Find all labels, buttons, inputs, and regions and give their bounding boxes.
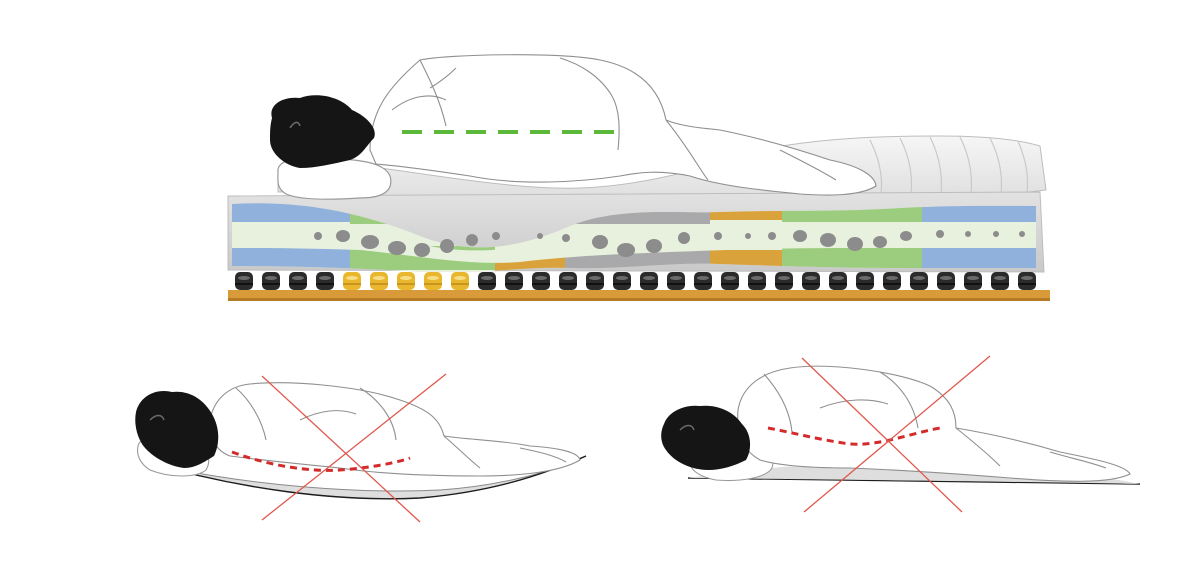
pocket-spring xyxy=(262,272,280,290)
wooden-base xyxy=(228,290,1050,300)
quilting-ridges xyxy=(869,136,1029,205)
sleeper-hard xyxy=(737,365,1131,482)
pocket-spring xyxy=(964,272,982,290)
pocket-spring xyxy=(910,272,928,290)
pocket-spring xyxy=(343,272,361,290)
panel-correct xyxy=(227,54,1050,301)
spine-sagging-line xyxy=(231,450,411,472)
panel-too-soft xyxy=(135,373,587,523)
pocket-spring xyxy=(883,272,901,290)
hair-soft xyxy=(135,390,219,468)
pocket-spring xyxy=(235,272,253,290)
panel-too-hard xyxy=(661,355,1141,513)
pocket-spring xyxy=(532,272,550,290)
pocket-spring xyxy=(748,272,766,290)
pocket-spring xyxy=(451,272,469,290)
pocket-spring xyxy=(667,272,685,290)
pocket-spring xyxy=(991,272,1009,290)
incorrect-cross-soft xyxy=(261,373,447,523)
pocket-springs xyxy=(235,272,1036,290)
pocket-spring xyxy=(424,272,442,290)
core-air-holes xyxy=(314,230,1025,257)
pocket-spring xyxy=(586,272,604,290)
hair-hard xyxy=(661,405,751,470)
pocket-spring xyxy=(559,272,577,290)
pocket-spring xyxy=(478,272,496,290)
pocket-spring xyxy=(505,272,523,290)
pocket-spring xyxy=(370,272,388,290)
pocket-spring xyxy=(721,272,739,290)
sleeper-soft xyxy=(209,382,581,477)
sleeper-correct xyxy=(369,54,877,196)
pocket-spring xyxy=(856,272,874,290)
pocket-spring xyxy=(289,272,307,290)
pocket-spring xyxy=(613,272,631,290)
pocket-spring xyxy=(802,272,820,290)
spine-curved-line xyxy=(767,426,941,446)
incorrect-cross-hard xyxy=(801,355,991,513)
pocket-spring xyxy=(775,272,793,290)
pocket-spring xyxy=(829,272,847,290)
pocket-spring xyxy=(640,272,658,290)
hair-correct xyxy=(270,95,375,168)
pocket-spring xyxy=(937,272,955,290)
pocket-spring xyxy=(1018,272,1036,290)
zone-blue-right xyxy=(922,203,1036,222)
pocket-spring xyxy=(694,272,712,290)
pocket-spring xyxy=(316,272,334,290)
pocket-spring xyxy=(397,272,415,290)
